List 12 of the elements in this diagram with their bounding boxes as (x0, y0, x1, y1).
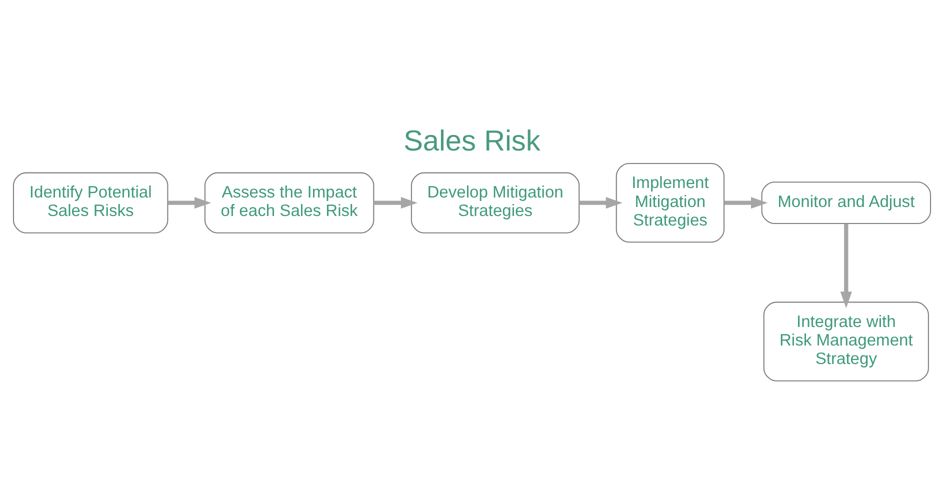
arrow (373, 196, 418, 208)
node-box: Implement Mitigation Strategies (615, 162, 724, 242)
arrow (167, 196, 211, 208)
node-box: Identify Potential Sales Risks (12, 172, 168, 233)
arrow (840, 223, 852, 308)
diagram-title: Sales Risk (403, 124, 540, 157)
node-box: Integrate with Risk Management Strategy (762, 301, 928, 381)
node-box: Assess the Impact of each Sales Risk (204, 172, 374, 233)
node-box: Develop Mitigation Strategies (410, 172, 580, 233)
arrow (724, 196, 768, 208)
node-box: Monitor and Adjust (760, 181, 931, 224)
arrow (578, 196, 622, 208)
